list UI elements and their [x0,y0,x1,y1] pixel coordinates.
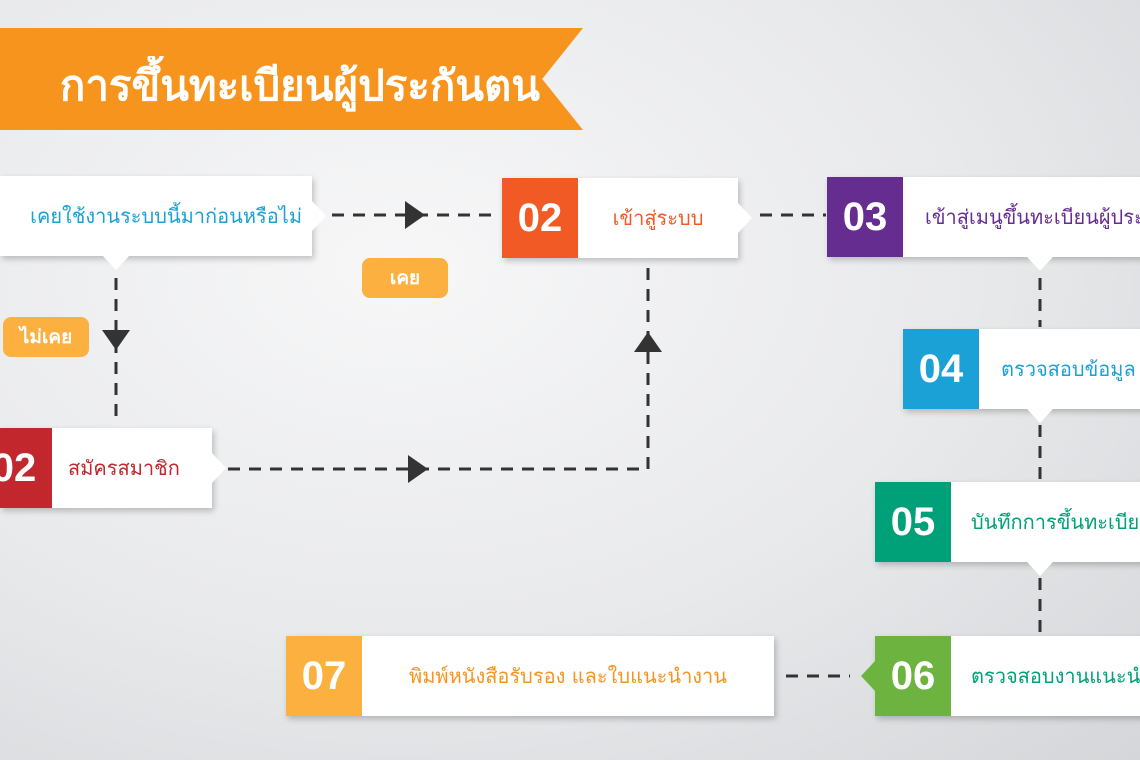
step-number: 02 [0,428,52,508]
step-label: ตรวจสอบงานแนะนำ [971,664,1140,688]
check-work-pointer [861,661,875,691]
step-label: ตรวจสอบข้อมูล [1001,357,1136,381]
step-menu: 03 เข้าสู่เมนูขึ้นทะเบียนผู้ประกันตน [827,177,1140,271]
no-pill: ไม่เคย [3,317,89,357]
connector-register-to-login [228,262,650,471]
question-text: เคยใช้งานระบบนี้มาก่อนหรือไม่ [30,204,302,228]
arrow-up-icon [634,332,662,352]
step-print: 07 พิมพ์หนังสือรับรอง และใบแนะนำงาน [286,636,774,716]
check-data-pointer [1027,409,1053,423]
question-pointer-down [103,256,129,270]
step-check-data: 04 ตรวจสอบข้อมูล [903,329,1140,423]
step-number: 04 [903,329,979,409]
page-title: การขึ้นทะเบียนผู้ประกันตน [59,61,540,110]
arrow-down-icon [102,330,130,350]
step-number: 06 [875,636,951,716]
step-check-work: 06 ตรวจสอบงานแนะนำ [861,636,1140,716]
step-number: 05 [875,482,951,562]
register-pointer [212,453,226,483]
step-number: 03 [827,177,903,257]
step-label: สมัครสมาชิก [68,456,180,480]
menu-pointer [1027,257,1053,271]
step-label: พิมพ์หนังสือรับรอง และใบแนะนำงาน [409,664,727,688]
step-register: 02 สมัครสมาชิก [0,428,226,508]
step-number: 02 [502,178,578,258]
step-save: 05 บันทึกการขึ้นทะเบียน [875,482,1140,576]
arrow-right-icon [405,201,425,229]
step-login: 02 เข้าสู่ระบบ [502,178,752,258]
question-pointer [312,201,326,231]
step-label: เข้าสู่ระบบ [612,206,704,230]
step-number: 07 [286,636,362,716]
step-label: เข้าสู่เมนูขึ้นทะเบียนผู้ประกันตน [925,205,1140,229]
save-pointer [1027,562,1053,576]
arrow-right-icon [408,455,428,483]
question-card: เคยใช้งานระบบนี้มาก่อนหรือไม่ [0,176,326,270]
step-label: บันทึกการขึ้นทะเบียน [971,510,1140,534]
login-pointer [738,203,752,233]
title-banner [0,28,583,130]
yes-pill: เคย [362,258,448,298]
